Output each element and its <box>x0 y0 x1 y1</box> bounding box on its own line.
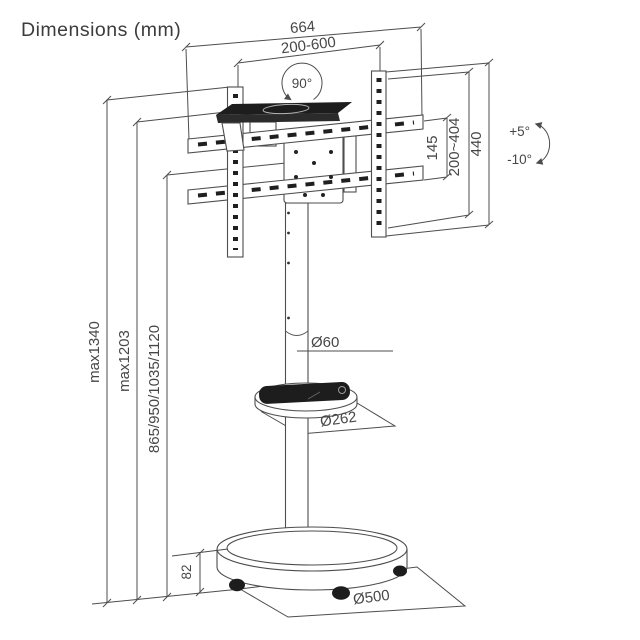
label-crossbar-spacing: 145 <box>424 135 441 160</box>
label-width-vesa-range: 200-600 <box>280 34 337 58</box>
top-tray-opening <box>262 103 310 115</box>
label-max-height-total: max1340 <box>86 321 103 383</box>
vesa-plate-holes <box>294 150 333 197</box>
tilt-indicator: +5° -10° <box>507 122 551 167</box>
diagram-title: Dimensions (mm) <box>21 19 181 41</box>
label-tilt-down: -10° <box>507 152 532 167</box>
swivel-indicator: 90° <box>281 62 323 101</box>
pole <box>284 202 309 529</box>
shelf-tray-hole <box>338 386 346 394</box>
label-pole-diameter: Ø60 <box>311 334 339 351</box>
label-vesa-vertical-range: 200~404 <box>446 118 463 177</box>
right-rail <box>370 70 387 238</box>
label-shelf-diameter: Ø262 <box>319 409 358 431</box>
label-swivel-angle: 90° <box>292 76 312 91</box>
shelf-tray <box>258 382 351 404</box>
base-thickness-dimension <box>171 548 229 597</box>
bracket-dimension-lines <box>385 58 494 237</box>
top-tray <box>216 102 352 115</box>
label-height-positions: 865/950/1035/1120 <box>146 325 163 453</box>
caster-wheel <box>229 578 245 592</box>
pole-joint-collar <box>285 330 309 336</box>
tilt-arrow-icon <box>534 122 551 165</box>
pole-diameter-dimension: Ø60 <box>297 334 393 352</box>
label-tilt-up: +5° <box>509 124 530 139</box>
tray-bracket <box>221 122 245 152</box>
top-width-dimensions <box>181 22 426 141</box>
tv-bracket <box>187 70 424 258</box>
caster-wheel <box>332 586 350 600</box>
swivel-arrow-icon <box>281 62 323 101</box>
label-width-total: 664 <box>289 18 315 37</box>
label-bracket-height: 440 <box>468 131 485 156</box>
caster-wheel <box>393 565 407 577</box>
label-base-diameter: Ø500 <box>352 587 391 608</box>
label-max-height-center: max1203 <box>116 330 133 392</box>
label-base-thickness: 82 <box>179 564 194 579</box>
base <box>216 526 408 600</box>
shelf <box>254 382 358 419</box>
